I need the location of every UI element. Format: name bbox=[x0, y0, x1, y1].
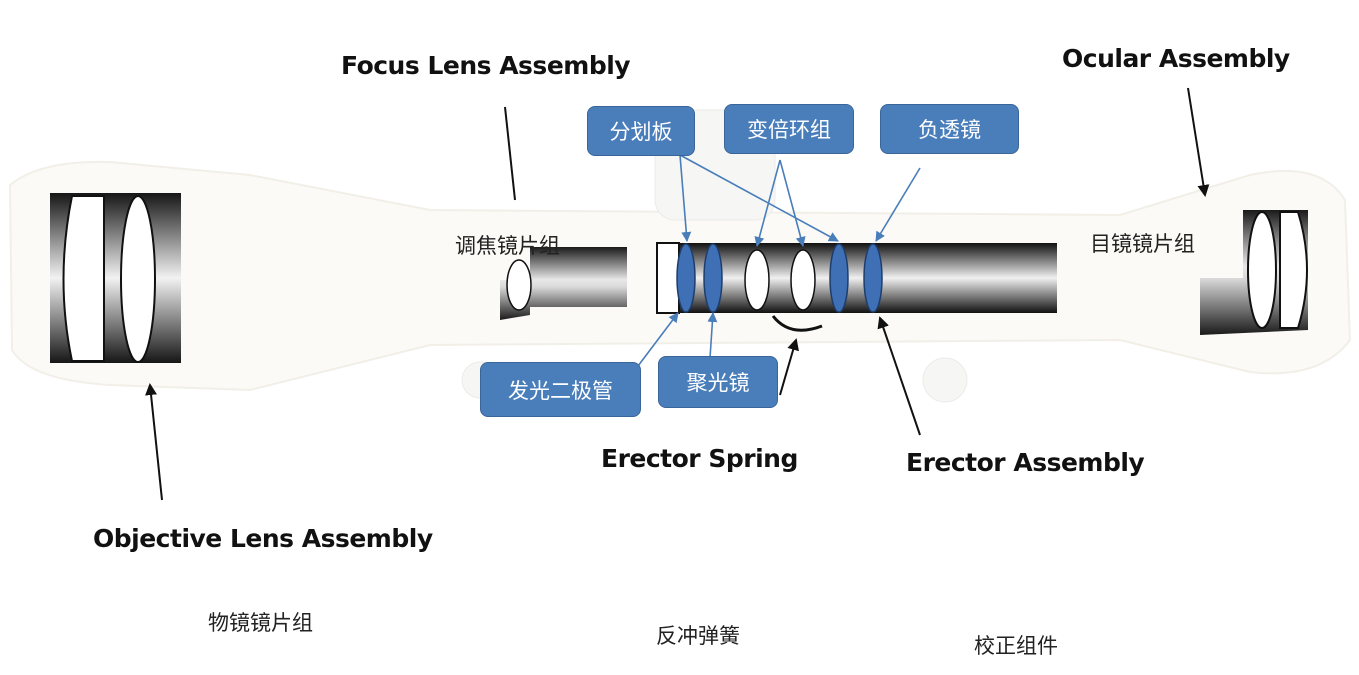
led-callout: 发光二极管 bbox=[480, 362, 641, 417]
negative-leader bbox=[875, 167, 921, 242]
negative-lens-callout: 负透镜 bbox=[880, 104, 1019, 154]
erector-tube bbox=[656, 242, 1057, 332]
focus-lens-group-label: 调焦镜片组 bbox=[455, 234, 560, 258]
objective-lens-2 bbox=[120, 195, 156, 363]
reticle-leader-2 bbox=[679, 154, 839, 242]
zoom-leader-2 bbox=[779, 159, 806, 247]
focus-lens-housing bbox=[500, 247, 627, 320]
erector-spring-label: Erector Spring bbox=[601, 444, 798, 473]
ocular-lens-2 bbox=[1279, 211, 1308, 329]
reticle-leader bbox=[679, 154, 692, 242]
objective-lens-1 bbox=[62, 195, 105, 362]
ocular-housing bbox=[1200, 210, 1308, 335]
zoom-leader-1 bbox=[754, 159, 781, 247]
focus-lens-leader bbox=[504, 106, 516, 201]
recoil-spring-label: 反冲弹簧 bbox=[656, 624, 740, 648]
reticle-lens bbox=[676, 243, 696, 313]
zoom-lens-blue bbox=[829, 243, 849, 313]
objective-lens-housing bbox=[50, 193, 181, 363]
correction-assembly-label: 校正组件 bbox=[974, 634, 1058, 658]
reticle-callout: 分划板 bbox=[587, 106, 695, 156]
objective-lens-group-label: 物镜镜片组 bbox=[208, 611, 313, 635]
erector-assembly-label: Erector Assembly bbox=[906, 448, 1145, 477]
ocular-assembly-label: Ocular Assembly bbox=[1062, 44, 1290, 73]
erector-spring-shape bbox=[771, 315, 823, 332]
condenser-lens-callout: 聚光镜 bbox=[658, 356, 778, 408]
black-arrows bbox=[145, 87, 1210, 501]
eyepiece-lens-group-label: 目镜镜片组 bbox=[1090, 232, 1195, 256]
zoom-lens-2 bbox=[790, 249, 816, 311]
condenser-leader bbox=[707, 312, 718, 359]
focus-lens-assembly-label: Focus Lens Assembly bbox=[341, 51, 631, 80]
condenser-lens bbox=[703, 243, 723, 313]
led-leader bbox=[634, 312, 679, 371]
erector-spring-arrow bbox=[779, 338, 799, 396]
blue-leaders bbox=[634, 154, 921, 371]
zoom-lens-1 bbox=[744, 249, 770, 311]
negative-lens bbox=[863, 243, 883, 313]
objective-arrow bbox=[145, 383, 163, 501]
objective-lens-assembly-label: Objective Lens Assembly bbox=[93, 524, 433, 553]
zoom-ring-group-callout: 变倍环组 bbox=[724, 104, 854, 154]
ocular-arrow bbox=[1187, 87, 1210, 197]
focus-lens bbox=[506, 259, 532, 311]
ocular-lens-1 bbox=[1247, 211, 1277, 329]
erector-assembly-arrow bbox=[877, 316, 921, 436]
